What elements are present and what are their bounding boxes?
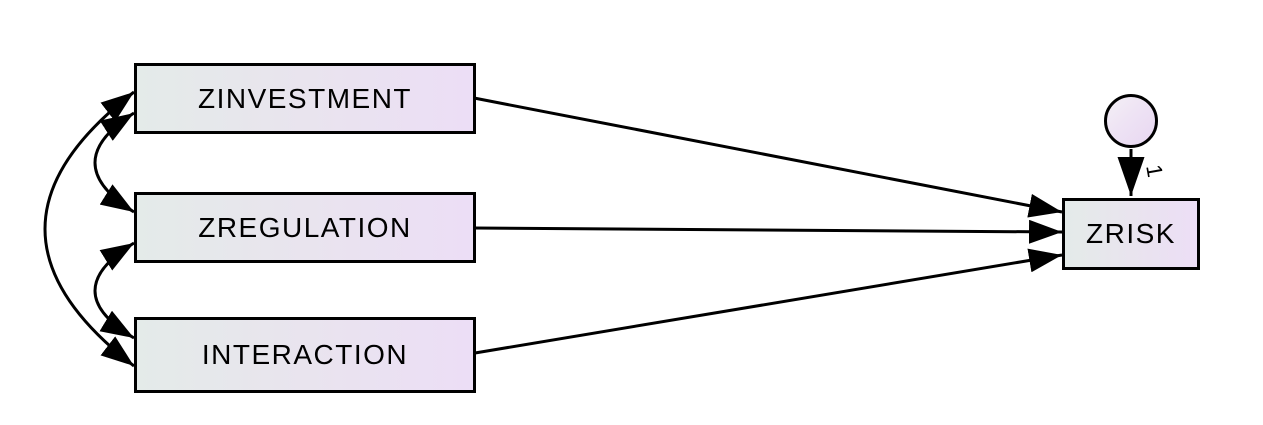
covariance-zregulation-interaction[interactable]: [93, 241, 135, 340]
node-zrisk-label: ZRISK: [1086, 218, 1176, 249]
node-zinvestment-label: ZINVESTMENT: [197, 82, 413, 114]
covariance-zinvestment-interaction[interactable]: [43, 90, 135, 368]
node-interaction-label: INTERACTION: [201, 339, 409, 370]
node-zregulation-label: ZREGULATION: [198, 211, 412, 243]
error-term-circle[interactable]: [1104, 94, 1158, 148]
node-zinvestment[interactable]: ZINVESTMENT: [134, 63, 476, 134]
path-zregulation-to-zrisk[interactable]: [473, 219, 1063, 244]
covariance-zinvestment-zregulation[interactable]: [93, 111, 135, 214]
node-zregulation[interactable]: ZREGULATION: [134, 192, 476, 263]
path-interaction-to-zrisk[interactable]: [474, 248, 1063, 355]
node-zrisk[interactable]: ZRISK: [1062, 198, 1200, 270]
node-interaction[interactable]: INTERACTION: [134, 317, 476, 393]
path-zinvestment-to-zrisk[interactable]: [473, 96, 1063, 218]
